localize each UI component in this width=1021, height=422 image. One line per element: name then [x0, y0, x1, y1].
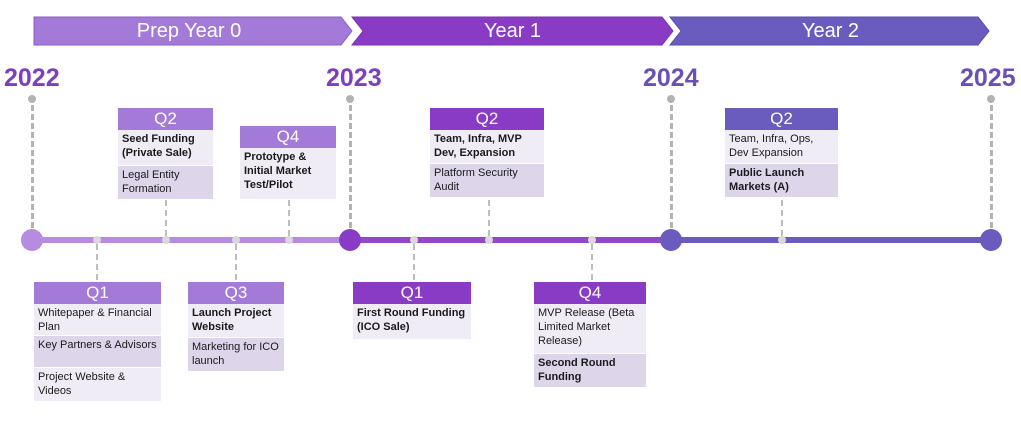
card-quarter-label: Q1 — [34, 282, 161, 304]
card-quarter-label: Q4 — [240, 126, 336, 148]
card-quarter-label: Q3 — [188, 282, 284, 304]
year-stem-cap-2024 — [667, 95, 675, 103]
connector-y0-q3 — [235, 244, 237, 280]
timeline-segment-year-2 — [672, 237, 992, 243]
milestone-card-y0-q3: Q3 Launch Project Website Marketing for … — [188, 282, 284, 372]
quarter-dot-y0-q1 — [93, 236, 101, 244]
year-label-2025: 2025 — [960, 64, 1016, 92]
phase-chevron-prep-year-0 — [33, 16, 353, 46]
year-stem-cap-2025 — [987, 95, 995, 103]
milestone-card-y0-q2: Q2 Seed Funding (Private Sale) Legal Ent… — [118, 108, 213, 200]
connector-y1-q1 — [413, 244, 415, 280]
connector-y0-q4 — [288, 200, 290, 236]
quarter-dot-y0-q4 — [285, 236, 293, 244]
card-item: Whitepaper & Financial Plan — [34, 304, 161, 336]
quarter-dot-y1-q4 — [588, 236, 596, 244]
year-label-2024: 2024 — [643, 64, 699, 92]
card-item: Project Website & Videos — [34, 368, 161, 402]
year-dot-2022 — [21, 229, 43, 251]
year-dot-2023 — [339, 229, 361, 251]
card-item: Platform Security Audit — [430, 164, 544, 198]
connector-y0-q1 — [96, 244, 98, 280]
quarter-dot-y1-q1 — [410, 236, 418, 244]
year-stem-2023 — [349, 96, 352, 228]
quarter-dot-y0-q3 — [232, 236, 240, 244]
phase-banner — [33, 16, 990, 46]
milestone-card-y1-q4: Q4 MVP Release (Beta Limited Market Rele… — [534, 282, 646, 388]
card-quarter-label: Q1 — [353, 282, 471, 304]
card-quarter-label: Q4 — [534, 282, 646, 304]
year-label-2022: 2022 — [4, 64, 60, 92]
quarter-dot-y0-q2 — [162, 236, 170, 244]
milestone-card-y2-q2: Q2 Team, Infra, Ops, Dev Expansion Publi… — [725, 108, 838, 198]
card-item: Second Round Funding — [534, 354, 646, 388]
card-quarter-label: Q2 — [118, 108, 213, 130]
year-stem-cap-2022 — [28, 95, 36, 103]
card-item: Team, Infra, Ops, Dev Expansion — [725, 130, 838, 164]
year-stem-2025 — [990, 96, 993, 228]
phase-chevron-year-2 — [668, 16, 990, 46]
card-item: Launch Project Website — [188, 304, 284, 338]
card-quarter-label: Q2 — [725, 108, 838, 130]
timeline-segment-prep-year-0 — [32, 237, 350, 243]
year-stem-cap-2023 — [346, 95, 354, 103]
card-item: MVP Release (Beta Limited Market Release… — [534, 304, 646, 354]
milestone-card-y0-q1: Q1 Whitepaper & Financial Plan Key Partn… — [34, 282, 161, 402]
milestone-card-y0-q4: Q4 Prototype & Initial Market Test/Pilot — [240, 126, 336, 200]
card-quarter-label: Q2 — [430, 108, 544, 130]
card-item: Legal Entity Formation — [118, 166, 213, 200]
card-item: Team, Infra, MVP Dev, Expansion — [430, 130, 544, 164]
year-stem-2024 — [670, 96, 673, 228]
card-item: Prototype & Initial Market Test/Pilot — [240, 148, 336, 200]
card-item: Public Launch Markets (A) — [725, 164, 838, 198]
milestone-card-y1-q2: Q2 Team, Infra, MVP Dev, Expansion Platf… — [430, 108, 544, 198]
card-item: Seed Funding (Private Sale) — [118, 130, 213, 166]
quarter-dot-y2-q2 — [778, 236, 786, 244]
card-item: First Round Funding (ICO Sale) — [353, 304, 471, 340]
phase-label-year-2: Year 2 — [801, 20, 860, 42]
quarter-dot-y1-q2 — [485, 236, 493, 244]
connector-y1-q2 — [488, 200, 490, 236]
year-label-2023: 2023 — [326, 64, 382, 92]
phase-label-prep-year-0: Prep Year 0 — [136, 20, 242, 42]
connector-y1-q4 — [591, 244, 593, 280]
phase-chevron-year-1 — [350, 16, 674, 46]
connector-y0-q2 — [165, 200, 167, 236]
card-item: Key Partners & Advisors — [34, 336, 161, 368]
timeline-segment-year-1 — [350, 237, 672, 243]
year-dot-2024 — [660, 229, 682, 251]
milestone-card-y1-q1: Q1 First Round Funding (ICO Sale) — [353, 282, 471, 340]
phase-label-year-1: Year 1 — [483, 20, 542, 42]
year-dot-2025 — [980, 229, 1002, 251]
card-item: Marketing for ICO launch — [188, 338, 284, 372]
year-stem-2022 — [31, 96, 34, 228]
connector-y2-q2 — [781, 200, 783, 236]
